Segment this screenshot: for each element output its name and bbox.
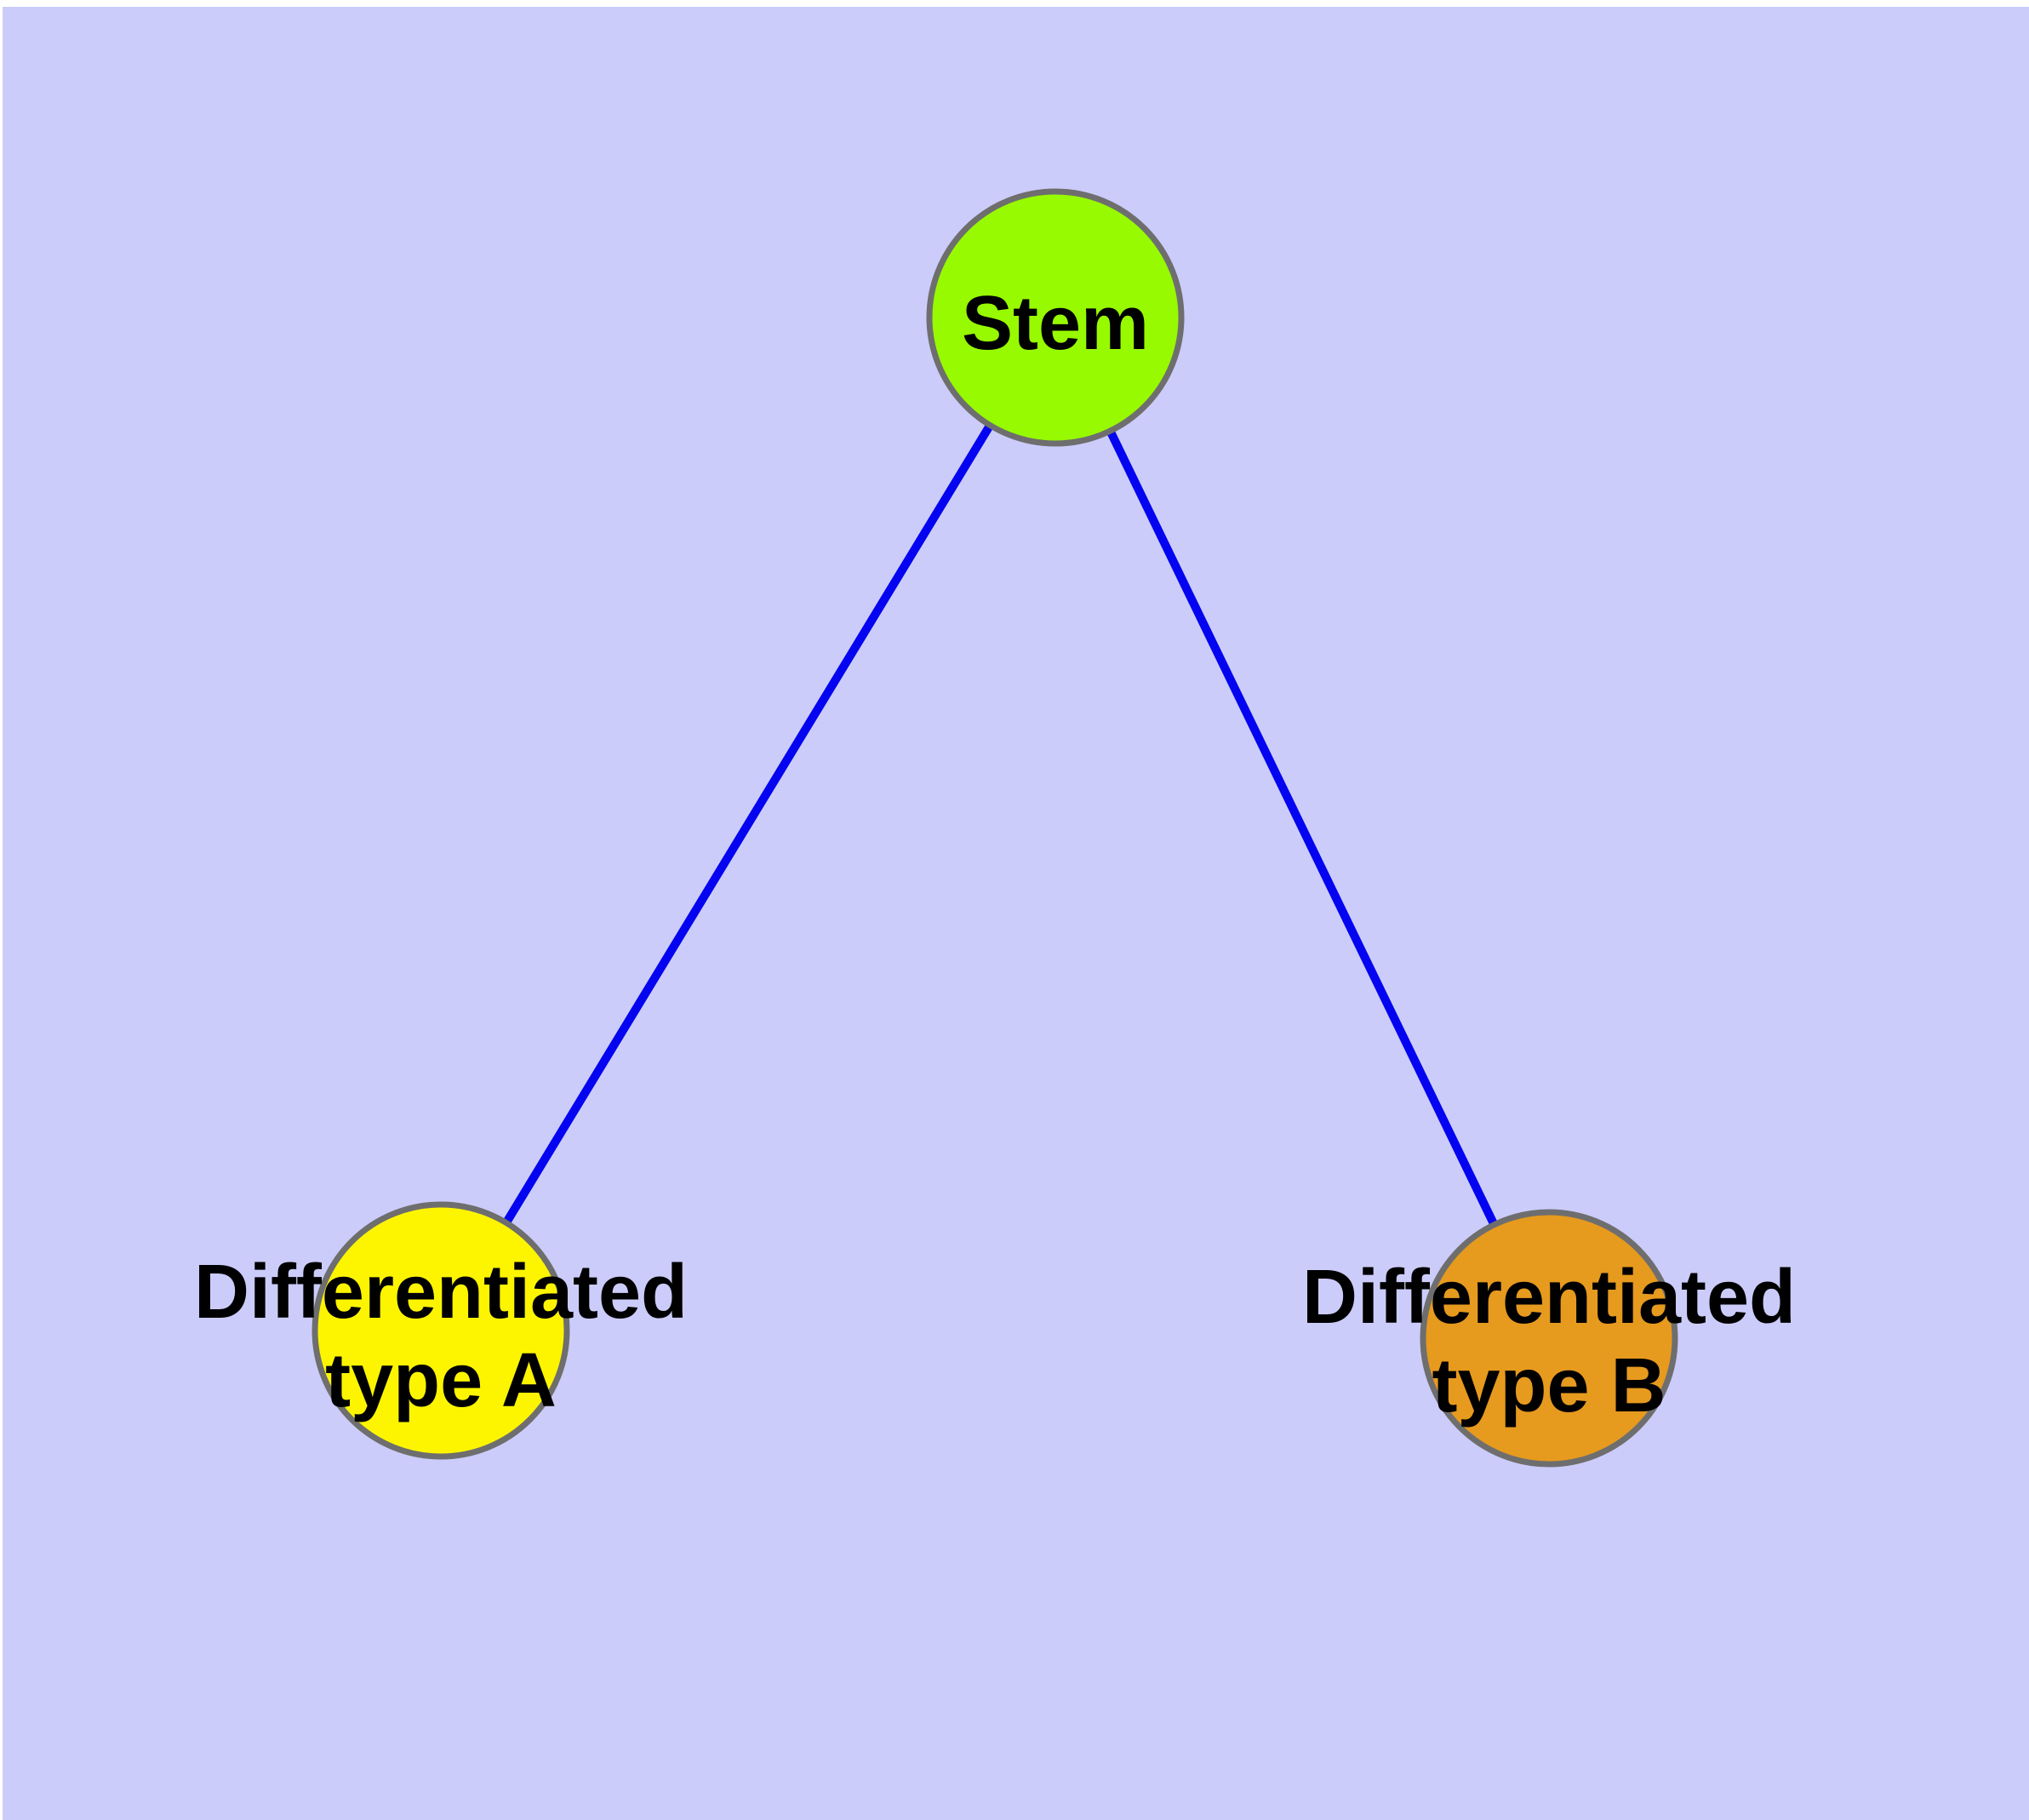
node-differentiated-type-a (311, 1201, 570, 1460)
node-stem (926, 188, 1185, 447)
edge-stem-to-type-a (437, 315, 1060, 1333)
node-stem-label: Stem (962, 281, 1149, 366)
node-differentiated-type-b-label-line2: type B (1432, 1343, 1666, 1428)
node-differentiated-type-a-label-line1: Differentiated (194, 1250, 688, 1335)
node-differentiated-type-b (1420, 1209, 1678, 1468)
node-differentiated-type-b-label-line1: Differentiated (1302, 1255, 1796, 1340)
edge-stem-to-type-b (1051, 315, 1553, 1341)
node-differentiated-type-a-label-line2: type A (325, 1338, 557, 1423)
